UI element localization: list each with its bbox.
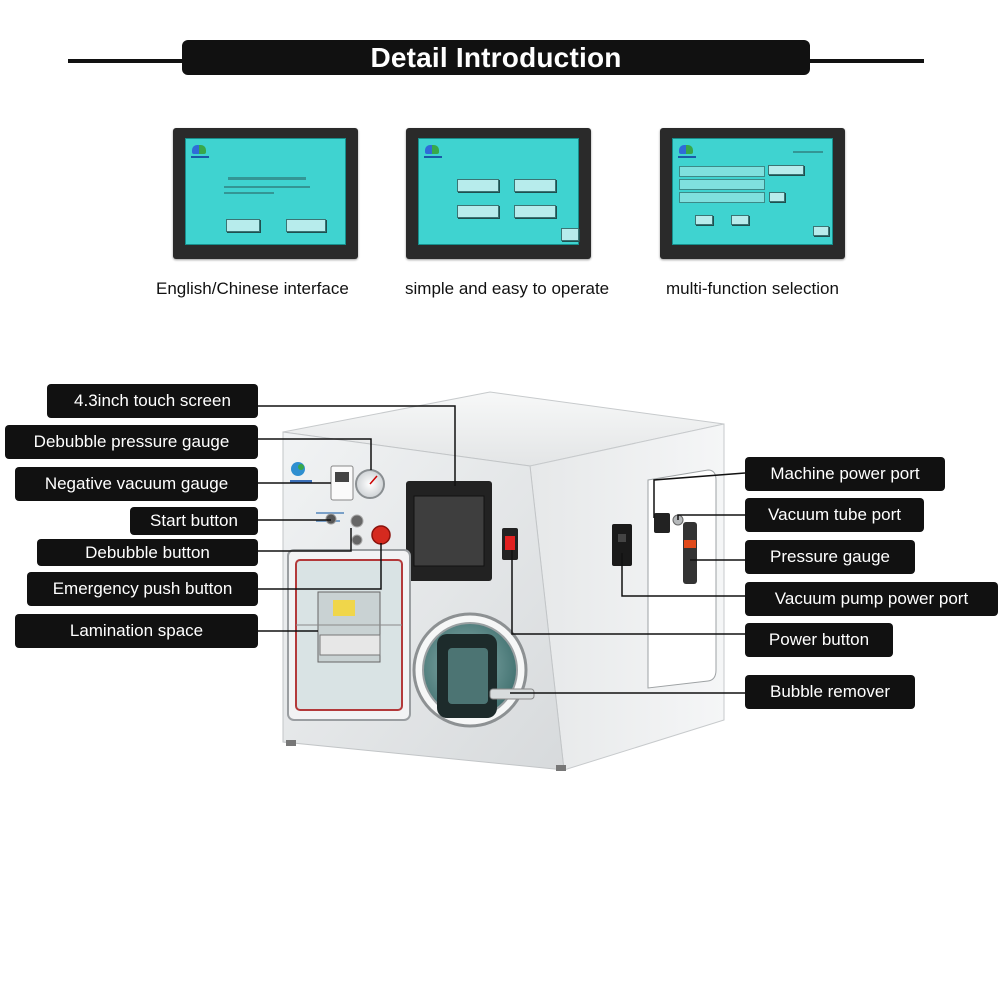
label-lamination-space: Lamination space [15,614,258,648]
label-debubble-pressure-gauge: Debubble pressure gauge [5,425,258,459]
label-power-button: Power button [745,623,893,657]
manual-mode-button [514,179,556,192]
touch-screen-display [185,138,346,245]
screen-thumbnail-language [173,128,358,259]
label-machine-power-port: Machine power port [745,457,945,491]
brand-logo-icon [425,145,439,154]
label-bubble-remover: Bubble remover [745,675,915,709]
brand-logo-icon [192,145,206,154]
label-start-button: Start button [130,507,258,535]
label-emergency-push-button: Emergency push button [27,572,258,606]
english-button [286,219,326,232]
label-negative-vacuum-gauge: Negative vacuum gauge [15,467,258,501]
caption-functions: multi-function selection [666,279,839,298]
label-touch-screen: 4.3inch touch screen [47,384,258,418]
header-rule-right [808,59,924,63]
header-rule-left [68,59,184,63]
touch-screen-display [418,138,579,245]
screen-thumbnail-functions [660,128,845,259]
language-button [561,228,579,241]
chinese-button [226,219,260,232]
label-debubble-button: Debubble button [37,539,258,566]
caption-language: English/Chinese interface [156,279,349,298]
auto-mode-button [457,179,499,192]
screen-thumbnail-menu [406,128,591,259]
brand-logo-icon [679,145,693,154]
caption-operate: simple and easy to operate [405,279,610,298]
touch-screen-display [672,138,833,245]
parameter-button [457,205,499,218]
label-pressure-gauge: Pressure gauge [745,540,915,574]
page-title: Detail Introduction [182,40,810,75]
about-button [514,205,556,218]
label-vacuum-tube-port: Vacuum tube port [745,498,924,532]
label-vacuum-pump-power-port: Vacuum pump power port [745,582,998,616]
